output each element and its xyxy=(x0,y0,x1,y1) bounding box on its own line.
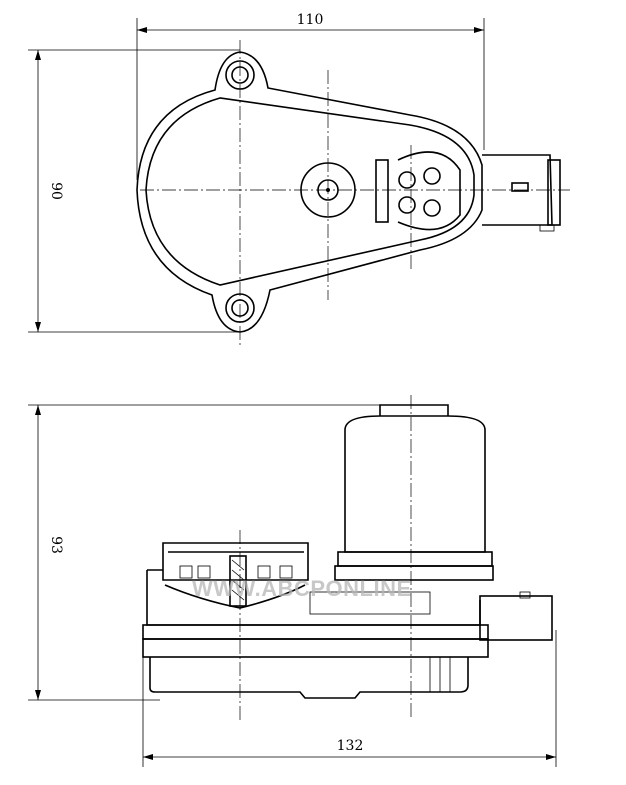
dim-top-height: 90 xyxy=(48,182,64,200)
dim-side-height: 93 xyxy=(48,536,64,554)
dim-top-width: 110 xyxy=(297,12,324,28)
dim-side-width: 132 xyxy=(337,738,364,754)
side-view: 93 132 WWW.ABCPONLINE xyxy=(28,395,557,767)
watermark: WWW.ABCPONLINE xyxy=(192,576,412,601)
top-view: 110 90 xyxy=(28,12,570,345)
